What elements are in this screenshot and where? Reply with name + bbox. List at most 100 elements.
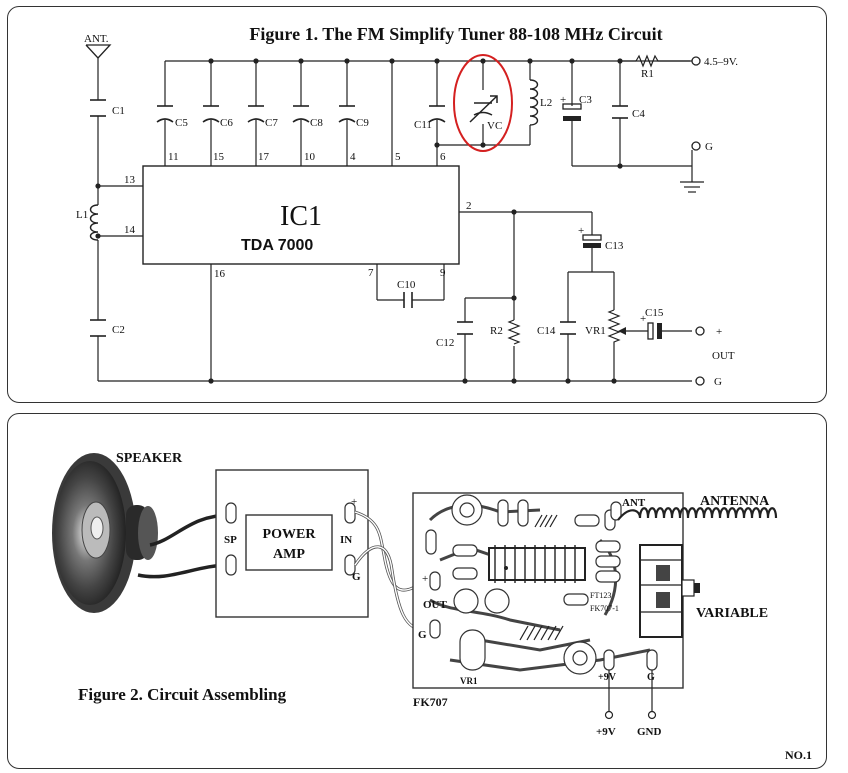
label-l2: L2 [540, 97, 552, 109]
c3-plate [562, 103, 582, 110]
fk707-board [412, 492, 684, 689]
label-gnd: GND [637, 726, 662, 738]
pin-2: 2 [466, 200, 472, 212]
board-ic-chip [488, 547, 586, 581]
l1-inductor [89, 204, 99, 241]
c13-plus: + [578, 225, 584, 237]
board-terminals [429, 501, 658, 671]
schematic-wires [97, 57, 704, 382]
pin-9: 9 [440, 267, 446, 279]
label-supply: 4.5–9V. [704, 56, 738, 68]
ic-part: TDA 7000 [241, 237, 313, 254]
c15-plate [647, 322, 654, 340]
label-in-g: G [352, 571, 361, 583]
label-out: OUT [423, 599, 448, 611]
c13-plate [582, 234, 602, 241]
pin-14: 14 [124, 224, 136, 236]
c3-plate-neg [563, 116, 581, 121]
power-lead-terminals [604, 710, 657, 720]
label-ant-board: ANT [622, 497, 646, 509]
label-out-plus: + [422, 573, 428, 585]
label-ant: ANT. [84, 33, 109, 45]
r1-resistor [635, 54, 690, 68]
signal-wire-ground-core [354, 546, 426, 631]
c15-plus: + [640, 313, 646, 325]
label-c15: C15 [645, 307, 664, 319]
label-c6: C6 [220, 117, 233, 129]
l2-inductor [529, 79, 539, 126]
label-out: OUT [712, 350, 735, 362]
vr1-resistor [607, 309, 621, 352]
power-leads [608, 670, 653, 712]
label-r1: R1 [641, 68, 654, 80]
pin-15: 15 [213, 151, 225, 163]
r2-resistor [507, 319, 521, 345]
label-c11: C11 [414, 119, 432, 131]
signal-wire-plus-core [354, 511, 426, 591]
pin-11: 11 [168, 151, 179, 163]
c15-plate-neg [657, 323, 662, 339]
amp-terminals [225, 502, 356, 576]
capacitor-symbols [90, 99, 628, 337]
label-r2: R2 [490, 325, 503, 337]
label-speaker: SPEAKER [116, 451, 183, 466]
pin-5: 5 [395, 151, 401, 163]
label-c3: C3 [579, 94, 592, 106]
label-9v: +9V [596, 726, 616, 738]
label-c10: C10 [397, 279, 416, 291]
antenna-symbol [85, 44, 112, 59]
label-out-g: G [418, 629, 427, 641]
label-amp: AMP [273, 547, 305, 562]
pin-7: 7 [368, 267, 374, 279]
c13-plate-neg [583, 243, 601, 248]
board-silkscreen-1: FT123 [590, 591, 611, 600]
junction-dots [95, 58, 623, 384]
label-sp: SP [224, 534, 237, 546]
c3-plus: + [560, 94, 566, 106]
label-power: POWER [263, 527, 317, 542]
label-c8: C8 [310, 117, 323, 129]
label-board-9v: +9V [598, 672, 617, 683]
label-vr1-board: VR1 [460, 676, 478, 686]
vc-variable-capacitor [469, 95, 498, 123]
label-c14: C14 [537, 325, 556, 337]
board-silkscreen-2: FK707-1 [590, 604, 619, 613]
label-in-plus: + [351, 496, 357, 508]
terminals [691, 56, 705, 386]
label-g2: G [714, 376, 722, 388]
antenna-coil [617, 507, 778, 521]
figure1-title: Figure 1. The FM Simplify Tuner 88-108 M… [249, 24, 662, 44]
board-components [425, 494, 621, 675]
ic-name: IC1 [280, 201, 322, 232]
pin-16: 16 [214, 268, 226, 280]
vr1-wiper [618, 327, 626, 335]
label-vc: VC [487, 120, 502, 132]
label-antenna: ANTENNA [700, 494, 770, 509]
label-c2: C2 [112, 324, 125, 336]
label-board-g: G [647, 672, 655, 683]
label-in: IN [340, 534, 352, 546]
label-fk707: FK707 [413, 695, 448, 709]
pin-4: 4 [350, 151, 356, 163]
label-c9: C9 [356, 117, 369, 129]
label-c4: C4 [632, 108, 645, 120]
figure2-title: Figure 2. Circuit Assembling [78, 685, 287, 704]
label-c5: C5 [175, 117, 188, 129]
label-variable: VARIABLE [696, 606, 768, 621]
label-c13: C13 [605, 240, 624, 252]
label-g1: G [705, 141, 713, 153]
pin-6: 6 [440, 151, 446, 163]
board-hatched-parts [519, 514, 564, 641]
variable-capacitor-module [639, 544, 700, 638]
vc-highlight-circle [453, 54, 513, 152]
speaker-image [52, 453, 158, 613]
pin-17: 17 [258, 151, 270, 163]
label-c1: C1 [112, 105, 125, 117]
label-l1: L1 [76, 209, 88, 221]
pin-13: 13 [124, 174, 136, 186]
label-vr1: VR1 [585, 325, 606, 337]
ic-chip-dot [504, 566, 508, 570]
ic-chip-pins [494, 545, 576, 583]
power-amp-box [245, 514, 333, 571]
